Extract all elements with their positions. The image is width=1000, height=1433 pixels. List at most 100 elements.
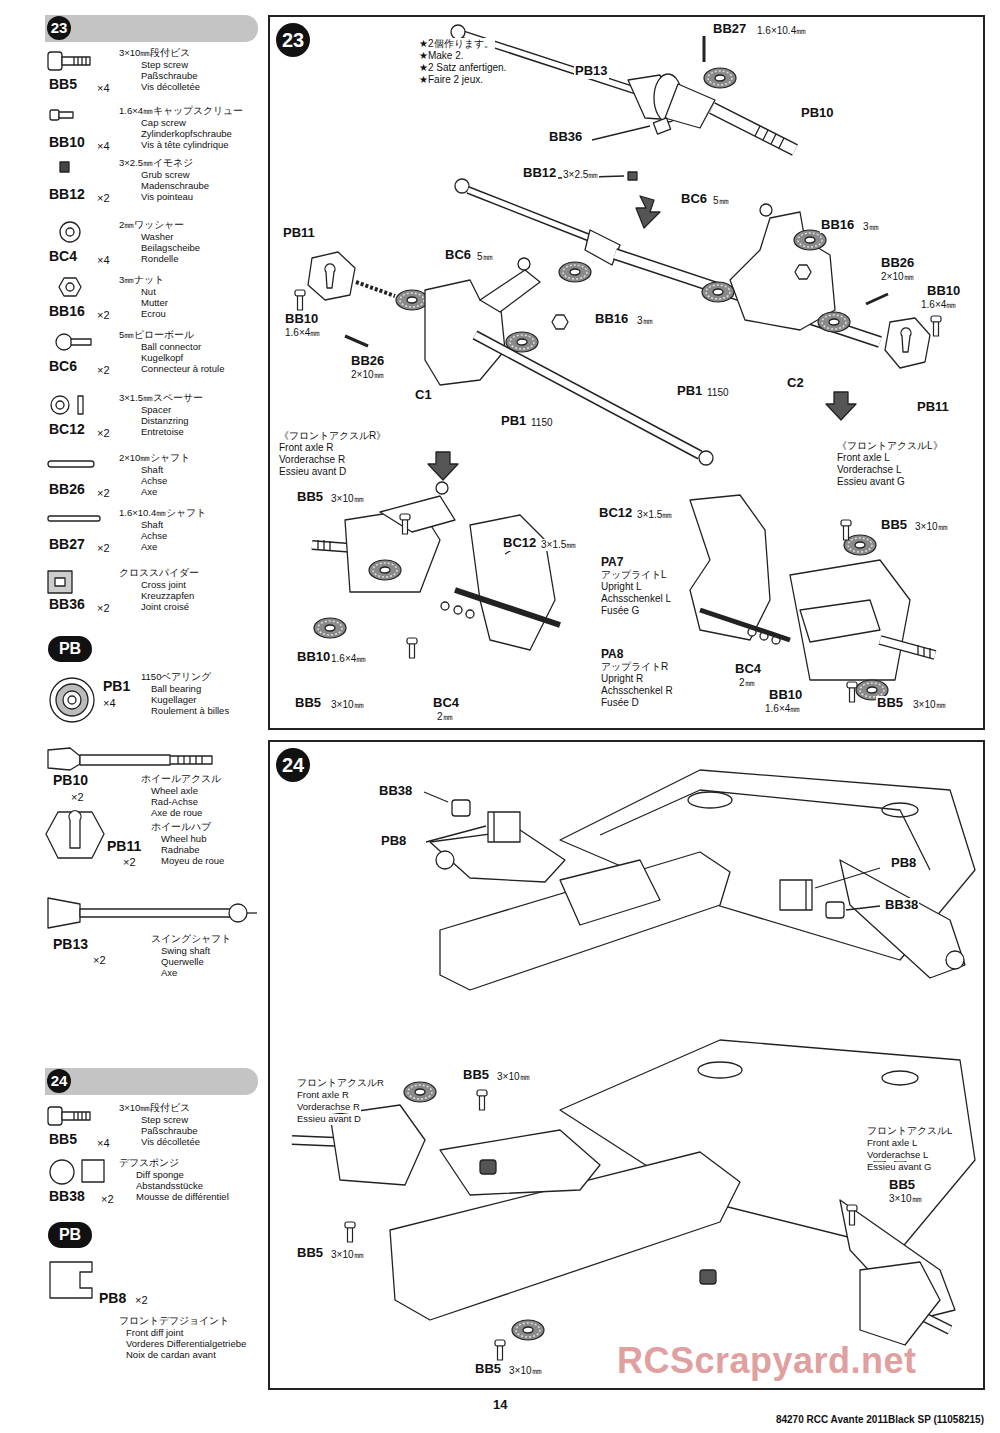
part-text: ★Faire 2 jeux. — [418, 74, 484, 86]
part-text: 2×10㎜シャフト — [118, 453, 191, 464]
part-text: 5㎜ピローボール — [118, 330, 195, 341]
part-text: Ball connector — [140, 342, 202, 353]
part-code: PB8 — [380, 834, 407, 849]
part-text: フロントデフジョイント — [118, 1316, 230, 1327]
part-code: BB5 — [48, 1131, 78, 1147]
part-text: 3×1.5㎜ — [636, 509, 673, 521]
step-number: 24 — [47, 1069, 71, 1093]
part-code: PB10 — [800, 106, 835, 121]
part-text: Vis pointeau — [140, 192, 194, 203]
part-text: ★Make 2. — [418, 50, 465, 62]
part-text: Beilagscheibe — [140, 243, 201, 254]
part-text: Achsschenkel L — [600, 593, 672, 605]
part-text: Front axle R — [296, 1090, 350, 1101]
part-code: BB27 — [712, 22, 747, 37]
part-text: Kreuzzapfen — [140, 591, 195, 602]
part-code: BB10 — [48, 134, 86, 150]
part-code: BB10 — [284, 312, 319, 327]
part-text: ×2 — [70, 791, 85, 804]
part-text: Axe — [140, 487, 158, 498]
part-code: PB8 — [98, 1290, 127, 1306]
part-code: BB36 — [548, 130, 583, 145]
part-text: デフスポンジ — [118, 1158, 180, 1169]
part-text: 1.6×10.4㎜ — [756, 25, 807, 37]
part-text: ×2 — [134, 1294, 149, 1307]
part-text: ×2 — [96, 192, 111, 205]
part-text: ×4 — [96, 140, 111, 153]
step-header-tab: 23 — [45, 15, 258, 42]
part-text: 1.6×4㎜ — [284, 327, 321, 339]
part-text: Wheel axle — [150, 786, 199, 797]
part-code: BB12 — [522, 166, 557, 181]
part-text: 3×10㎜ — [330, 699, 365, 711]
part-text: ★2個作ります。 — [418, 38, 495, 50]
part-text: ×4 — [96, 82, 111, 95]
part-text: ×2 — [100, 1193, 115, 1206]
part-text: Vorderachse L — [836, 464, 903, 476]
part-text: フロントアクスルL — [866, 1126, 953, 1137]
part-text: ×2 — [96, 427, 111, 440]
part-text: Fusée G — [600, 605, 640, 617]
part-text: Entretoise — [140, 427, 185, 438]
part-text: Zylinderkopfschraube — [140, 129, 233, 140]
part-text: Front axle L — [836, 452, 891, 464]
part-code: BB26 — [880, 256, 915, 271]
part-text: クロススパイダー — [118, 568, 200, 579]
part-text: 3×10㎜ — [330, 493, 365, 505]
part-code: 84270 RCC Avante 2011Black SP (11058215) — [775, 1414, 985, 1426]
part-text: Ball bearing — [150, 684, 202, 695]
part-text: ×4 — [102, 697, 117, 710]
part-text: 3×10㎜ — [508, 1365, 543, 1377]
part-text: Vorderachse L — [866, 1150, 929, 1161]
part-text: ×2 — [96, 602, 111, 615]
part-code: BB5 — [876, 696, 904, 711]
part-code: BC6 — [680, 192, 708, 207]
part-text: Moyeu de roue — [160, 856, 225, 867]
part-code: BB10 — [296, 650, 331, 665]
part-code: BC12 — [48, 421, 86, 437]
part-text: 2×10㎜ — [880, 271, 915, 283]
part-text: 3×2.5㎜ — [562, 169, 599, 181]
part-code: BB10 — [768, 688, 803, 703]
step-header-tab: 24 — [45, 1068, 258, 1095]
part-text: ×2 — [96, 309, 111, 322]
part-text: 1.6×4㎜ — [764, 703, 801, 715]
part-code: BB16 — [594, 312, 629, 327]
part-text: Kugelkopf — [140, 353, 184, 364]
part-text: 3×10㎜ — [330, 1249, 365, 1261]
part-code: BB27 — [48, 536, 86, 552]
part-text: Ecrou — [140, 309, 167, 320]
part-text: Querwelle — [160, 957, 205, 968]
part-text: Distanzring — [140, 416, 190, 427]
part-text: 5㎜ — [712, 195, 730, 207]
part-text: Connecteur à rotule — [140, 364, 225, 375]
part-text: Madenschraube — [140, 181, 210, 192]
part-code: BB5 — [888, 1178, 916, 1193]
part-text: ×4 — [96, 254, 111, 267]
part-text: 3×10㎜ — [914, 521, 949, 533]
part-text: Noix de cardan avant — [125, 1350, 217, 1361]
part-code: C1 — [414, 388, 433, 403]
part-text: Axe de roue — [150, 808, 203, 819]
part-code: BB12 — [48, 186, 86, 202]
part-text: Nut — [140, 287, 157, 298]
part-text: Paßschraube — [140, 1126, 199, 1137]
part-code: BB5 — [880, 518, 908, 533]
part-code: BB38 — [884, 898, 919, 913]
part-text: 3㎜ — [862, 221, 880, 233]
part-text: 2×10㎜ — [350, 369, 385, 381]
part-code: BB10 — [926, 284, 961, 299]
part-code: BB5 — [48, 76, 78, 92]
part-text: アップライトR — [600, 661, 669, 673]
part-text: Rondelle — [140, 254, 180, 265]
part-code: PB11 — [106, 838, 142, 854]
part-code: BB36 — [48, 596, 86, 612]
part-text: Front diff joint — [125, 1328, 184, 1339]
part-code: BB16 — [820, 218, 855, 233]
part-text: Shaft — [140, 520, 164, 531]
part-text: 2㎜ワッシャー — [118, 220, 185, 231]
part-text: 5㎜ — [476, 251, 494, 263]
part-text: 1.6×4㎜キャップスクリュー — [118, 106, 244, 117]
part-text: Mutter — [140, 298, 169, 309]
part-text: Achsschenkel R — [600, 685, 674, 697]
